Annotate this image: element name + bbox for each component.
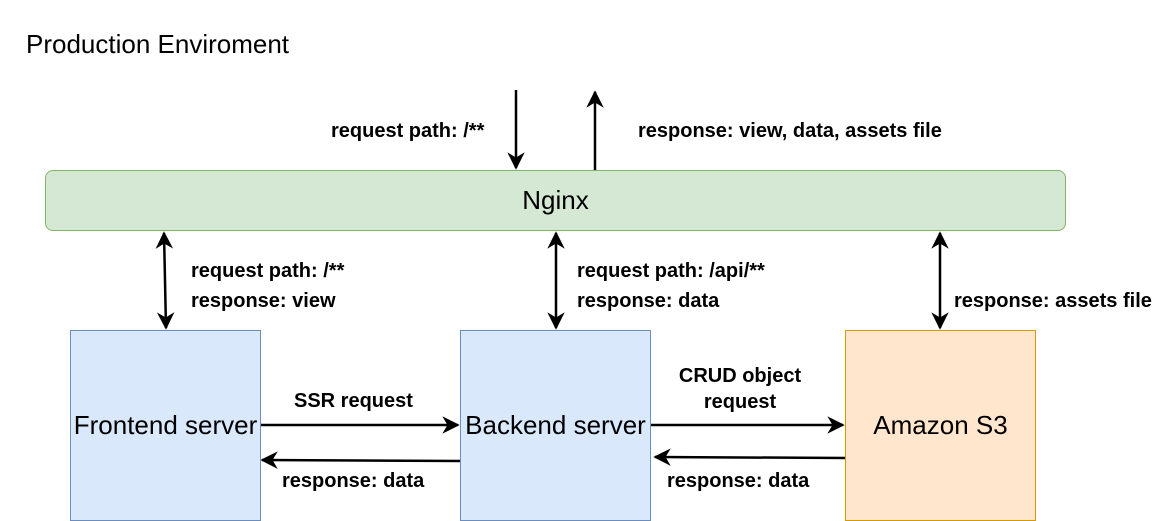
s3-response-label: response: assets file <box>954 290 1152 312</box>
nginx-frontend-arrow <box>155 231 175 330</box>
frontend-response-label: response: view <box>191 290 336 312</box>
amazon-s3-label: Amazon S3 <box>873 410 1008 440</box>
nginx-node[interactable]: Nginx <box>45 170 1066 231</box>
ssr-response-arrow <box>260 451 462 469</box>
crud-request-label-line1: CRUD object <box>678 365 802 387</box>
crud-request-label: CRUD object request <box>660 363 820 415</box>
backend-server-label: Backend server <box>465 410 646 440</box>
s3-data-response-label: response: data <box>667 470 810 492</box>
amazon-s3-node[interactable]: Amazon S3 <box>845 330 1036 521</box>
frontend-server-node[interactable]: Frontend server <box>70 330 261 521</box>
s3-data-response-arrow <box>653 448 847 466</box>
nginx-label: Nginx <box>522 185 589 215</box>
crud-request-label-line2: request <box>703 391 777 413</box>
frontend-request-label: request path: /** <box>191 260 345 282</box>
backend-request-label: request path: /api/** <box>577 260 765 282</box>
ssr-request-label: SSR request <box>294 390 413 412</box>
backend-server-node[interactable]: Backend server <box>460 330 651 521</box>
diagram-title: Production Enviroment <box>26 29 290 59</box>
frontend-server-label: Frontend server <box>73 410 258 440</box>
backend-response-label: response: data <box>577 290 720 312</box>
client-response-label: response: view, data, assets file <box>638 120 942 142</box>
client-request-label: request path: /** <box>331 120 485 142</box>
ssr-response-label: response: data <box>282 470 425 492</box>
